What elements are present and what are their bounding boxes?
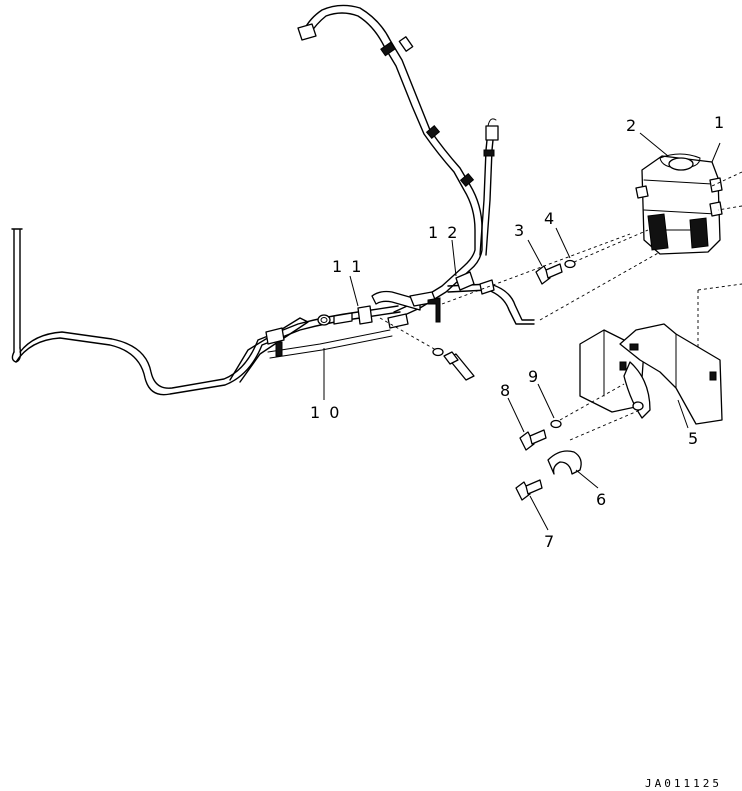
callout-3: 3 (514, 221, 526, 240)
callout-9: 9 (528, 367, 540, 386)
clamps-and-fittings (265, 271, 495, 381)
drawing-code: JA011125 (645, 777, 722, 790)
callout-4: 4 (544, 209, 556, 228)
hose-assembly-10 (11, 228, 401, 396)
reservoir-tank (635, 153, 742, 255)
callout-1: 1 (714, 113, 726, 132)
callout-8: 8 (500, 381, 512, 400)
bolt-washer-8-9 (519, 419, 562, 451)
callout-5: 5 (688, 429, 700, 448)
mounting-bracket (559, 283, 742, 441)
bolt-washer-3-4 (441, 229, 661, 321)
callout-2: 2 (626, 116, 638, 135)
callout-11: 1 1 (332, 257, 363, 276)
callout-7: 7 (544, 532, 556, 551)
callout-6: 6 (596, 490, 608, 509)
leader-lines (323, 132, 721, 531)
clamp-bolt-6-7 (515, 450, 582, 501)
hose-assembly-12 (297, 4, 535, 325)
callout-12: 1 2 (428, 223, 459, 242)
callout-10: 1 0 (310, 403, 341, 422)
